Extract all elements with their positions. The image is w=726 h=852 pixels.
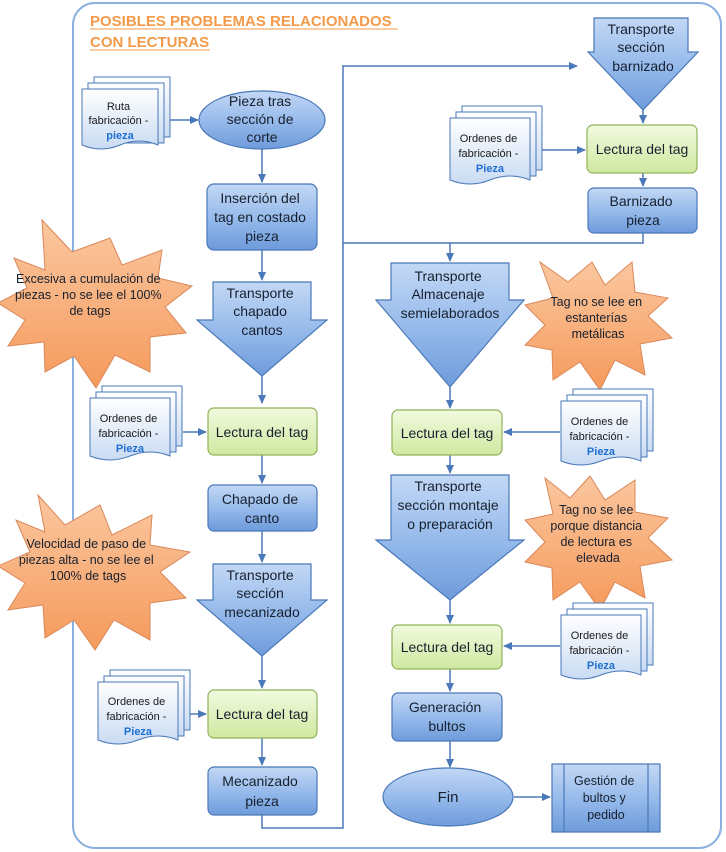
svg-text:Transporte chapado: Transporte chapado cantos	[226, 285, 297, 338]
ordenes-fabricacion-document-1: Ordenes de fabricación - Pieza	[89, 385, 183, 461]
svg-text:Lectura del tag: Lectura del tag	[401, 639, 494, 655]
svg-text:Mecanizado pieza: Mecanizado pieza	[222, 773, 301, 809]
svg-text:Lectura del tag: Lectura del tag	[216, 424, 309, 440]
node-transporte-chapado-cantos: Transporte chapado cantos	[195, 281, 329, 377]
svg-text:Transporte sección: Transporte sección barnizado	[607, 21, 678, 74]
svg-text:Ordenes de fabricación -: Ordenes de fabricación - Pieza	[99, 413, 162, 455]
svg-text:Generación bultos: Generación bultos	[409, 699, 485, 734]
node-pieza-tras-corte: Pieza tras sección de corte	[198, 90, 326, 150]
svg-text:Excesiva a cumulación de: Excesiva a cumulación de piezas - no se …	[15, 272, 165, 318]
ordenes-fabricacion-document-2: Ordenes de fabricación - Pieza	[97, 669, 191, 745]
problem-estanterias-metalicas: Tag no se lee en estanterías metálicas	[523, 260, 674, 391]
node-chapado-canto: Chapado de canto	[207, 484, 318, 532]
svg-text:Ruta fabricación -: Ruta fabricación - pieza	[89, 101, 152, 142]
node-lectura-tag-4: Lectura del tag	[391, 409, 503, 456]
connectors	[168, 62, 647, 829]
svg-text:Tag no se lee porque dis: Tag no se lee porque distancia de lectur…	[550, 503, 645, 565]
svg-text:Barnizado pieza: Barnizado pieza	[610, 193, 677, 228]
svg-text:Lectura del tag: Lectura del tag	[401, 425, 494, 441]
svg-text:Lectura del tag: Lectura del tag	[216, 706, 309, 722]
svg-text:Inserción del tag en cos: Inserción del tag en costado pieza	[214, 190, 310, 244]
ordenes-fabricacion-document-4: Ordenes de fabricación - Pieza	[560, 388, 654, 466]
svg-text:Velocidad de paso de pie: Velocidad de paso de piezas alta - no se…	[19, 537, 157, 583]
svg-text:Fin: Fin	[438, 789, 459, 806]
node-transporte-barnizado: Transporte sección barnizado	[586, 17, 700, 111]
svg-text:Transporte Almacenaje: Transporte Almacenaje semielaborados	[401, 268, 500, 321]
ordenes-fabricacion-document-3: Ordenes de fabricación - Pieza	[449, 105, 543, 185]
ordenes-fabricacion-document-5: Ordenes de fabricación - Pieza	[560, 602, 654, 680]
svg-text:Ordenes de fabricación -: Ordenes de fabricación - Pieza	[570, 630, 633, 672]
title-line-1: POSIBLES PROBLEMAS RELACIONADOS	[90, 13, 392, 30]
svg-text:Gestión de bultos y: Gestión de bultos y pedido	[574, 774, 638, 822]
node-barnizado-pieza: Barnizado pieza	[587, 187, 698, 234]
svg-text:Pieza tras sección de: Pieza tras sección de corte	[227, 93, 298, 145]
svg-text:Ordenes de fabricación -: Ordenes de fabricación - Pieza	[459, 133, 522, 175]
node-lectura-tag-1: Lectura del tag	[207, 407, 318, 456]
node-generacion-bultos: Generación bultos	[391, 692, 503, 742]
svg-text:Tag no se lee en estant: Tag no se lee en estanterías metálicas	[550, 295, 645, 341]
svg-text:Chapado de canto: Chapado de canto	[222, 491, 302, 526]
problem-distancia-lectura: Tag no se lee porque distancia de lectur…	[524, 475, 674, 611]
problem-velocidad-paso: Velocidad de paso de piezas alta - no se…	[0, 493, 192, 651]
svg-text:Ordenes de fabricación -: Ordenes de fabricación - Pieza	[107, 696, 170, 738]
svg-text:Transporte sección monta: Transporte sección montaje o preparación	[397, 478, 502, 532]
node-transporte-mecanizado: Transporte sección mecanizado	[195, 563, 329, 657]
diagram-frame	[72, 2, 722, 849]
ruta-fabricacion-document: Ruta fabricación - pieza	[81, 76, 171, 150]
svg-text:Lectura del tag: Lectura del tag	[596, 141, 689, 157]
node-lectura-tag-2: Lectura del tag	[207, 689, 318, 739]
node-transporte-montaje: Transporte sección montaje o preparación	[374, 474, 526, 601]
node-fin: Fin	[382, 767, 514, 827]
node-mecanizado-pieza: Mecanizado pieza	[207, 766, 318, 816]
node-lectura-tag-3: Lectura del tag	[586, 124, 698, 174]
node-transporte-almacenaje: Transporte Almacenaje semielaborados	[374, 262, 526, 388]
title-line-2: CON LECTURAS	[90, 34, 209, 51]
node-insercion-tag: Inserción del tag en costado pieza	[206, 183, 318, 251]
diagram-title: POSIBLES PROBLEMAS RELACIONADOS CON LECT…	[90, 13, 396, 51]
node-lectura-tag-5: Lectura del tag	[391, 624, 503, 670]
svg-text:Transporte sección: Transporte sección mecanizado	[224, 567, 300, 620]
problem-excesiva-acumulacion: Excesiva a cumulación de piezas - no se …	[0, 218, 194, 389]
node-gestion-bultos-pedido: Gestión de bultos y pedido	[551, 763, 661, 833]
svg-text:Ordenes de fabricación -: Ordenes de fabricación - Pieza	[570, 416, 633, 458]
